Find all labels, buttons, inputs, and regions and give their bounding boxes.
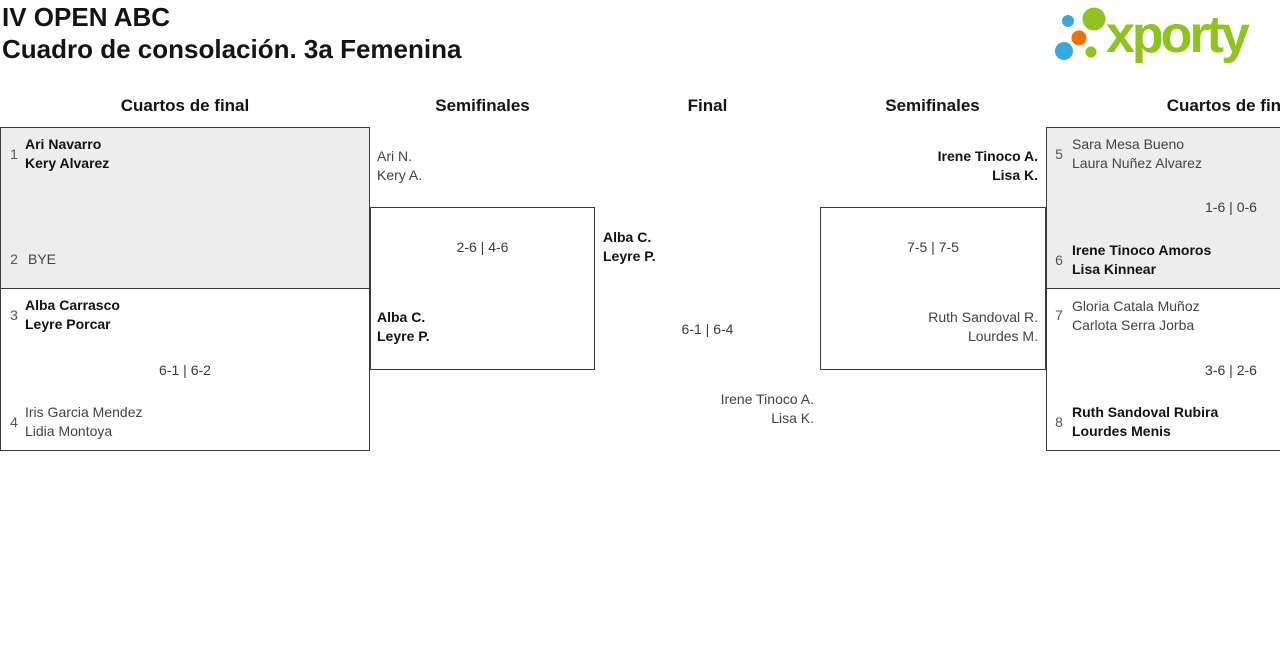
team-name: Ari Navarro Kery Alvarez <box>25 136 110 171</box>
match-score: 6-1 | 6-2 <box>159 362 211 378</box>
seed-number: 3 <box>10 307 18 323</box>
match-score: 3-6 | 2-6 <box>1205 362 1257 378</box>
seed-number: 6 <box>1055 252 1063 268</box>
team-name: Ruth Sandoval R. Lourdes M. <box>928 309 1038 344</box>
team-name: Iris Garcia Mendez Lidia Montoya <box>25 404 143 439</box>
match-box-qf-left-top <box>0 127 370 289</box>
seed-number: 5 <box>1055 146 1063 162</box>
seed-number: 1 <box>10 146 18 162</box>
match-score: 2-6 | 4-6 <box>456 239 509 255</box>
team-name: Irene Tinoco A. Lisa K. <box>720 391 814 426</box>
team-name: Gloria Catala Muñoz Carlota Serra Jorba <box>1072 298 1200 333</box>
team-name: Alba C. Leyre P. <box>377 309 430 344</box>
round-header-semifinals-left: Semifinales <box>435 96 530 115</box>
team-name: Alba Carrasco Leyre Porcar <box>25 297 120 332</box>
round-header-semifinals-right: Semifinales <box>885 96 980 115</box>
team-name: Irene Tinoco A. Lisa K. <box>937 148 1038 183</box>
match-score: 6-1 | 6-4 <box>681 321 734 337</box>
round-header-quarterfinals-left: Cuartos de final <box>120 96 250 115</box>
team-name: BYE <box>28 251 57 267</box>
match-score: 1-6 | 0-6 <box>1205 199 1257 215</box>
match-box-qf-left-bottom <box>0 288 370 451</box>
team-name: Sara Mesa Bueno Laura Nuñez Alvarez <box>1072 136 1202 171</box>
seed-number: 7 <box>1055 307 1063 323</box>
match-box-sf-left <box>370 207 595 370</box>
page-title: IV OPEN ABC <box>2 2 171 32</box>
round-header-quarterfinals-right: Cuartos de final <box>1166 96 1280 115</box>
logo-dots-icon <box>1055 7 1106 60</box>
team-name: Ruth Sandoval Rubira Lourdes Menis <box>1072 404 1219 439</box>
team-name: Ari N. Kery A. <box>377 148 423 183</box>
match-score: 7-5 | 7-5 <box>907 239 959 255</box>
logo-wordmark: xporty <box>1106 6 1250 64</box>
seed-number: 4 <box>10 414 18 430</box>
page-subtitle: Cuadro de consolación. 3a Femenina <box>2 34 462 64</box>
match-box-sf-right <box>820 207 1046 370</box>
team-name: Alba C. Leyre P. <box>603 229 656 264</box>
team-name: Irene Tinoco Amoros Lisa Kinnear <box>1072 242 1212 277</box>
seed-number: 2 <box>10 251 18 267</box>
match-box-qf-right-bottom <box>1046 288 1280 451</box>
match-box-qf-right-top <box>1046 127 1280 289</box>
seed-number: 8 <box>1055 414 1063 430</box>
round-header-final: Final <box>687 96 728 115</box>
